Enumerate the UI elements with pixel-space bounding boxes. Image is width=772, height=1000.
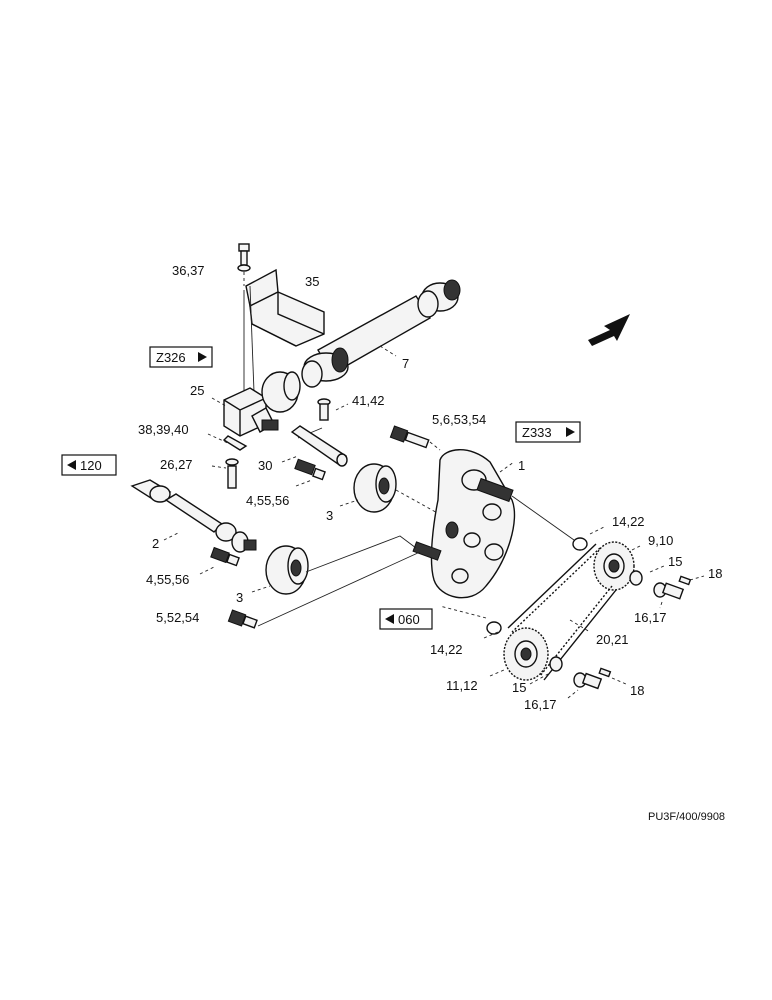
- label-7: 7: [402, 356, 409, 371]
- washer-15-upper: [629, 570, 643, 586]
- washer-15-lower: [549, 656, 563, 672]
- leader-14-22-lower: [483, 631, 499, 639]
- drawing-code: PU3F/400/9908: [648, 811, 725, 823]
- label-18-lower: 18: [630, 683, 644, 698]
- pin-18-upper: [678, 575, 692, 586]
- label-38-39-40: 38,39,40: [138, 422, 189, 437]
- leader-16-17-lower: [567, 689, 579, 699]
- leader-3-upper: [339, 499, 359, 507]
- ref-box-z333[interactable]: Z333: [515, 421, 581, 443]
- bolt-41-42: [317, 398, 331, 421]
- ref-120-label: 120: [80, 458, 102, 473]
- label-14-22-upper: 14,22: [612, 514, 645, 529]
- pin-18-lower: [598, 667, 612, 678]
- housing-plate-1: [412, 449, 516, 599]
- bolt-5-52-54: [227, 609, 258, 629]
- label-25: 25: [190, 383, 204, 398]
- leader-35-to-gearbox-b: [249, 285, 255, 393]
- leader-14-22-upper: [589, 525, 607, 535]
- label-35: 35: [305, 274, 319, 289]
- leader-1: [499, 461, 515, 473]
- leader-7: [379, 345, 397, 357]
- ref-060-label: 060: [398, 612, 420, 627]
- bolt-16-17-upper: [653, 582, 685, 600]
- label-3-upper: 3: [326, 508, 333, 523]
- leader-1-to-washer: [511, 495, 575, 541]
- leader-5-52-54: [257, 551, 421, 627]
- pto-shaft-7: [301, 279, 461, 388]
- bolt-26-27: [225, 458, 239, 489]
- label-5-6-53-54: 5,6,53,54: [432, 412, 486, 427]
- label-20-21: 20,21: [596, 632, 629, 647]
- leader-3-lower: [251, 585, 271, 593]
- leader-3-to-plate: [395, 489, 451, 521]
- leader-2: [163, 531, 181, 541]
- leader-30: [281, 455, 299, 463]
- sprocket-11-12: [503, 627, 549, 681]
- ref-z326-label: Z326: [156, 350, 186, 365]
- leader-11-12: [489, 669, 505, 677]
- label-9-10: 9,10: [648, 533, 673, 548]
- triangle-right-icon: [566, 427, 575, 437]
- leader-38-39-40: [207, 433, 231, 445]
- label-16-17-upper: 16,17: [634, 610, 667, 625]
- leader-3-lower-to-plate: [305, 535, 417, 573]
- ref-box-060[interactable]: 060: [379, 608, 433, 630]
- leader-14-22-lower-b: [439, 605, 487, 619]
- direction-arrow-icon: [588, 314, 630, 346]
- bolt-16-17-lower: [573, 672, 603, 690]
- leader-4-55-56-lower: [199, 565, 217, 575]
- label-15-upper: 15: [668, 554, 682, 569]
- label-2: 2: [152, 536, 159, 551]
- leader-41-42: [335, 403, 349, 411]
- label-11-12: 11,12: [446, 678, 478, 693]
- leader-9-10: [631, 545, 641, 551]
- bolt-36-37: [237, 243, 251, 272]
- leader-20-21: [569, 619, 591, 633]
- leader-5-6-53-54: [429, 441, 441, 451]
- sprocket-3-upper: [353, 463, 397, 513]
- bolt-5-6-53-54: [389, 425, 430, 449]
- ref-box-120[interactable]: 120: [61, 454, 117, 476]
- label-16-17-lower: 16,17: [524, 697, 557, 712]
- label-5-52-54: 5,52,54: [156, 610, 199, 625]
- label-30: 30: [258, 458, 272, 473]
- triangle-left-icon: [67, 460, 76, 470]
- leader-15-upper: [649, 565, 665, 573]
- shaft-30: [290, 425, 348, 467]
- washer-14-22-upper: [572, 537, 588, 551]
- bolt-4-55-56-lower: [210, 546, 240, 567]
- label-4-55-56-lower: 4,55,56: [146, 572, 189, 587]
- gearbox-25: [222, 371, 301, 451]
- label-14-22-lower: 14,22: [430, 642, 463, 657]
- triangle-left-icon: [385, 614, 394, 624]
- sprocket-9-10: [593, 541, 635, 591]
- leader-4-55-56-upper: [295, 479, 313, 487]
- label-15-lower: 15: [512, 680, 526, 695]
- label-3-lower: 3: [236, 590, 243, 605]
- leader-25: [211, 397, 227, 407]
- universal-shaft-2: [130, 479, 257, 553]
- bracket-35: [245, 268, 325, 347]
- label-4-55-56-upper: 4,55,56: [246, 493, 289, 508]
- bolt-4-55-56-upper: [294, 458, 326, 481]
- leader-18-upper: [689, 575, 705, 581]
- leader-18-lower: [611, 677, 627, 685]
- sprocket-3-lower: [265, 545, 309, 595]
- label-18-upper: 18: [708, 566, 722, 581]
- leader-26-27: [211, 465, 227, 469]
- label-26-27: 26,27: [160, 457, 193, 472]
- label-1: 1: [518, 458, 525, 473]
- ref-box-z326[interactable]: Z326: [149, 346, 213, 368]
- ref-z333-label: Z333: [522, 425, 552, 440]
- triangle-right-icon: [198, 352, 207, 362]
- label-41-42: 41,42: [352, 393, 385, 408]
- washer-14-22-lower: [486, 621, 502, 635]
- leader-16-17-upper: [659, 601, 663, 609]
- label-36-37: 36,37: [172, 263, 205, 278]
